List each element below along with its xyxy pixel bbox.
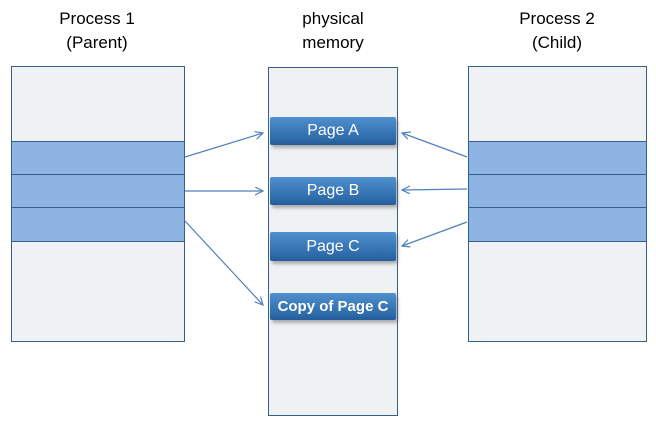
child-shared-band-1 <box>469 141 646 174</box>
page-b-frame: Page B <box>270 177 396 205</box>
parent-shared-band-1 <box>12 141 184 174</box>
parent-title-line1: Process 1 <box>59 9 135 28</box>
memory-title-line1: physical <box>302 9 364 28</box>
parent-segment-unshared-bottom <box>12 241 184 341</box>
page-a-frame: Page A <box>270 117 396 145</box>
child-process-title: Process 2 (Child) <box>487 7 627 55</box>
child-segment-unshared-bottom <box>469 241 646 341</box>
child-segment-unshared-top <box>469 67 646 141</box>
parent-shared-band-2 <box>12 174 184 207</box>
parent-address-space <box>11 66 185 342</box>
arrow-child-to-page-a <box>402 133 468 158</box>
arrow-child-to-page-b <box>402 189 468 190</box>
parent-shared-band-3 <box>12 207 184 241</box>
parent-segment-unshared-top <box>12 67 184 141</box>
copy-of-page-c-frame: Copy of Page C <box>270 293 396 320</box>
child-shared-band-3 <box>469 207 646 241</box>
child-title-line2: (Child) <box>531 33 583 52</box>
child-shared-band-2 <box>469 174 646 207</box>
parent-process-title: Process 1 (Parent) <box>27 7 167 55</box>
arrow-child-to-page-c <box>402 221 468 246</box>
page-c-frame: Page C <box>270 232 396 261</box>
child-address-space <box>468 66 647 342</box>
arrow-parent-to-page-a <box>184 133 263 158</box>
parent-title-line2: (Parent) <box>66 33 128 52</box>
arrow-parent-to-copy-of-page-c <box>184 220 263 305</box>
memory-title-line2: memory <box>302 33 364 52</box>
child-title-line1: Process 2 <box>519 9 595 28</box>
physical-memory-title: physical memory <box>263 7 403 55</box>
